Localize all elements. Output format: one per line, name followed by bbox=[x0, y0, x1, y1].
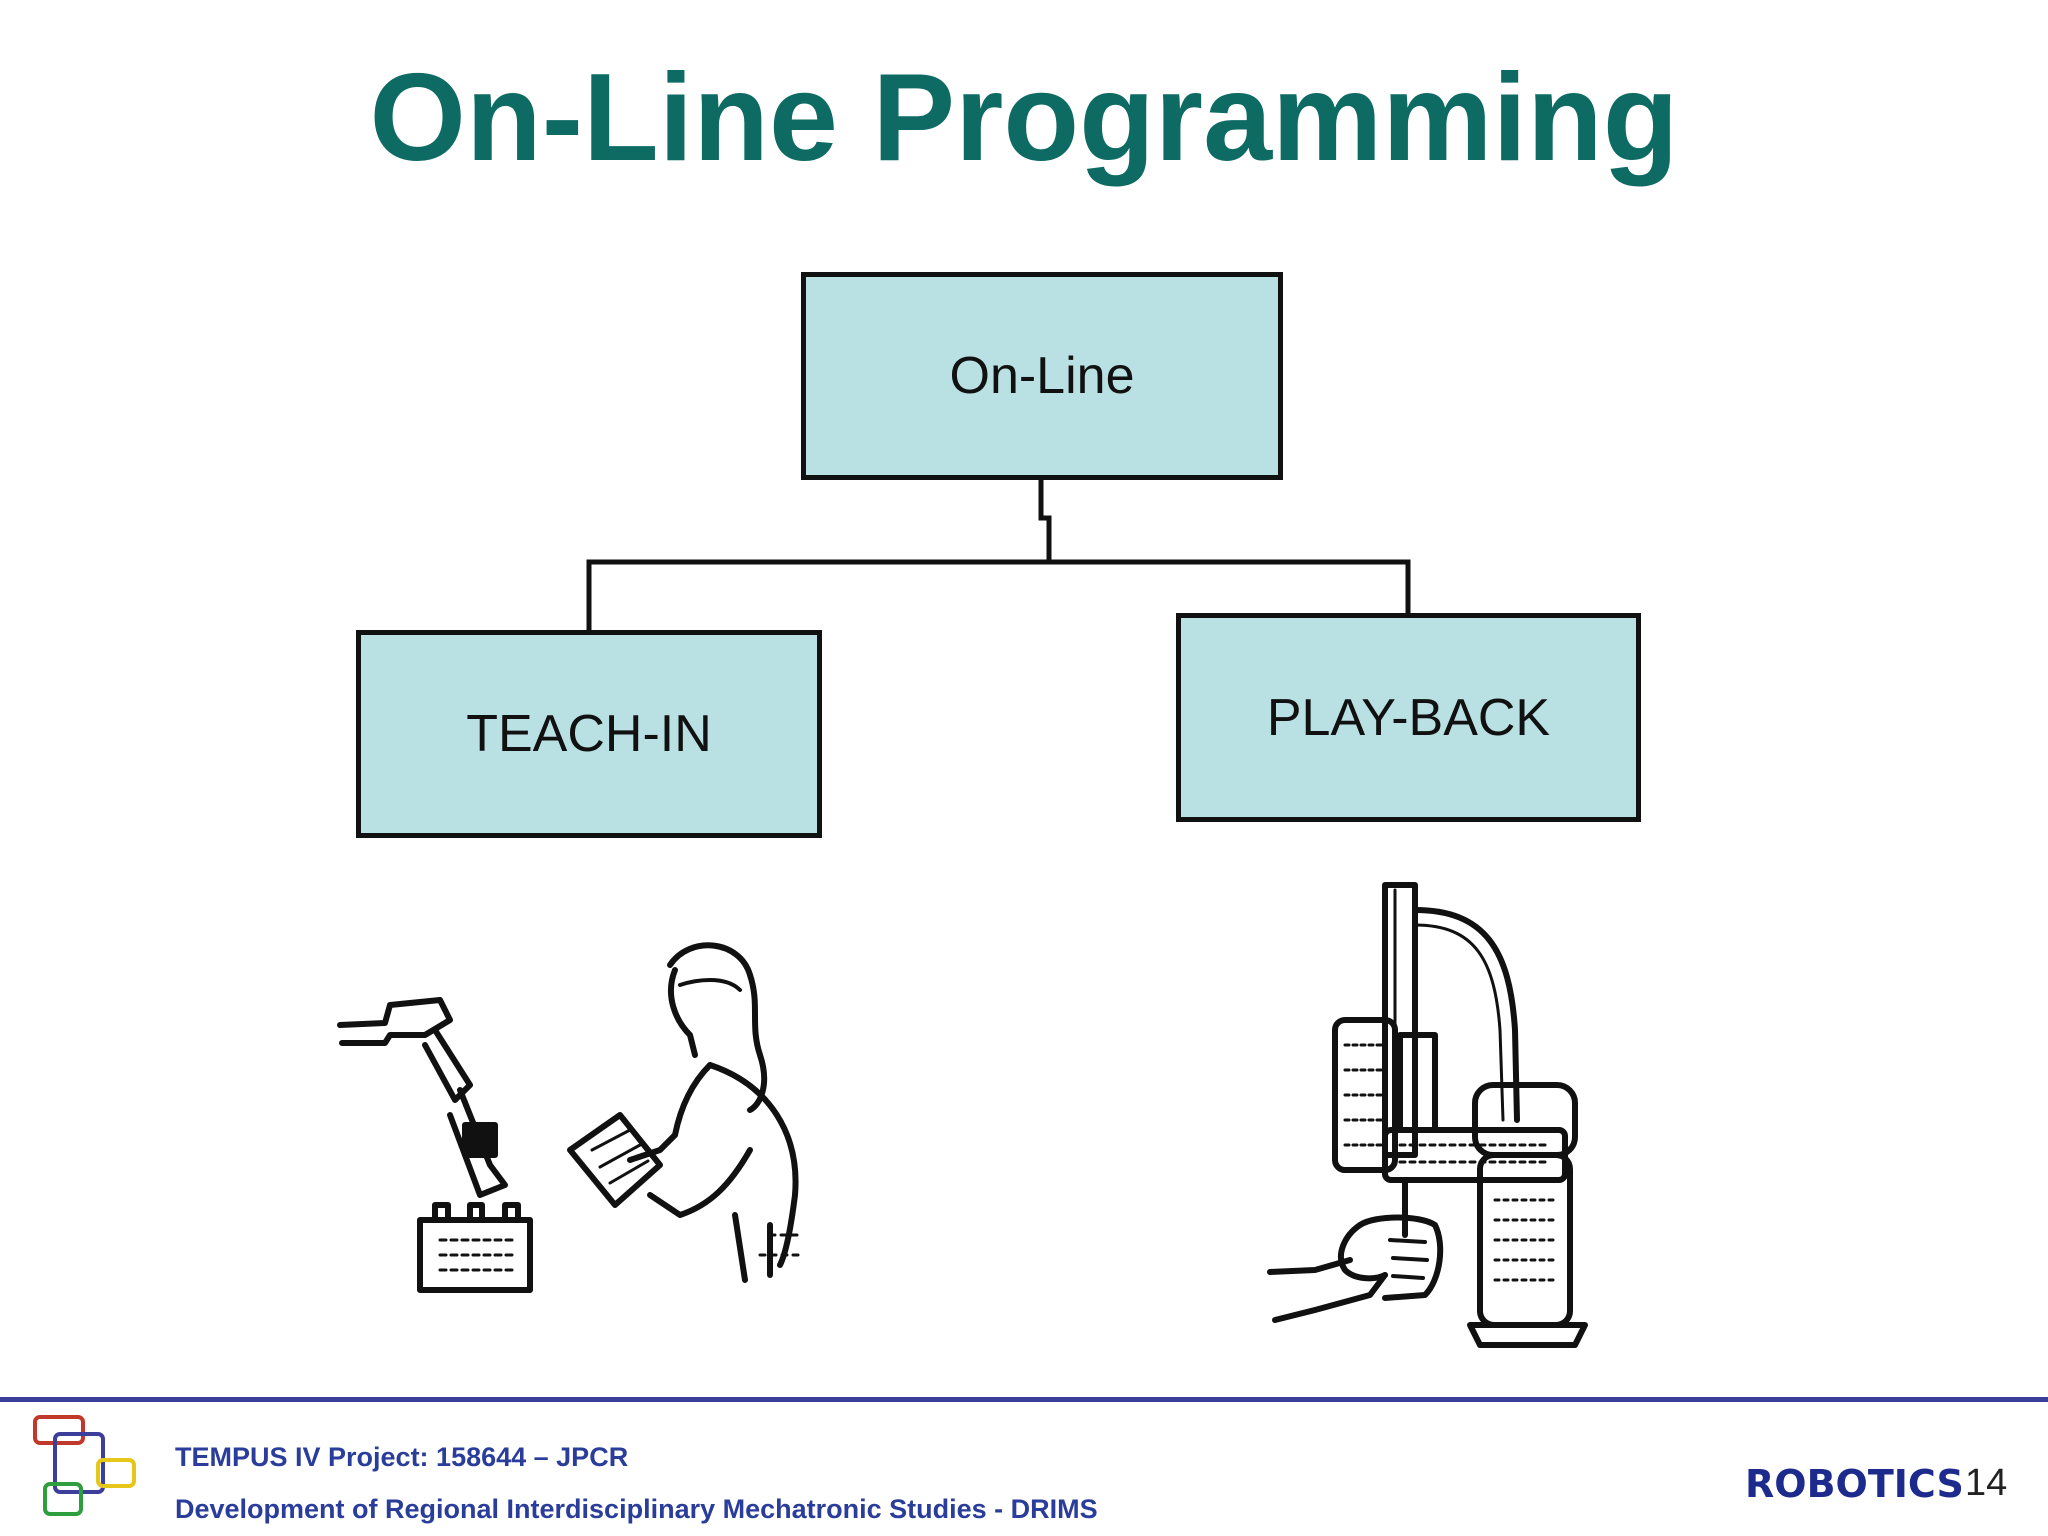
play-back-illustration bbox=[1267, 882, 1588, 1348]
node-on-line-label: On-Line bbox=[949, 347, 1135, 405]
node-on-line: On-Line bbox=[801, 272, 1283, 480]
footer-project: TEMPUS IV Project: 158644 – JPCR bbox=[175, 1442, 629, 1472]
node-play-back: PLAY-BACK bbox=[1176, 613, 1641, 822]
node-play-back-label: PLAY-BACK bbox=[1266, 688, 1551, 747]
drims-logo bbox=[33, 1415, 136, 1516]
connector-root-stem bbox=[1038, 477, 1052, 565]
footer-rule bbox=[0, 1397, 2048, 1402]
node-teach-in-label: TEACH-IN bbox=[466, 705, 712, 763]
page-number: 14 bbox=[1965, 1462, 2008, 1504]
node-teach-in: TEACH-IN bbox=[356, 630, 822, 838]
teach-in-illustration bbox=[337, 942, 802, 1293]
slide-title: On-Line Programming bbox=[369, 49, 1679, 187]
connector-lines bbox=[586, 477, 1411, 633]
footer-course: ROBOTICS bbox=[1745, 1462, 1964, 1506]
footer-subtitle: Development of Regional Interdisciplinar… bbox=[175, 1494, 1098, 1524]
